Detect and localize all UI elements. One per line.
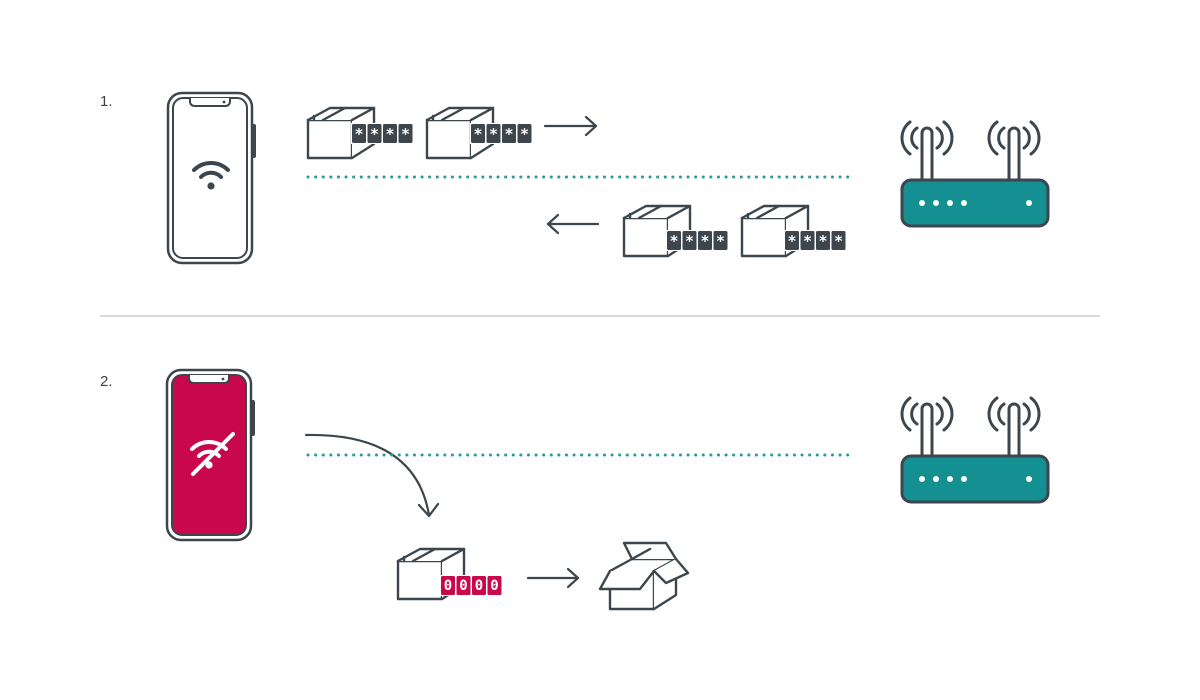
phone-connected [166,91,256,265]
code-digit-box [816,231,830,250]
code-digit: * [669,232,678,250]
package-out-2: * * * * [425,106,533,160]
code-digit: * [370,125,379,143]
code-digit-box [441,576,455,595]
wifi-off-icon [190,432,235,476]
code-digit-box [398,124,413,143]
phone-disconnected [165,368,255,542]
code-chip-in-2: * * * * [784,230,847,251]
code-digit-box [487,576,502,595]
code-digit-box [352,124,366,143]
code-digit-box [800,231,815,250]
code-digit: * [716,232,725,250]
code-chip-out-2: * * * * [470,123,533,144]
code-digit-box [472,576,486,595]
code-digit-box [486,124,501,143]
code-chip-background [470,123,533,144]
code-digit-box [831,231,846,250]
code-digit-box [785,231,799,250]
code-digit: 0 [490,578,498,594]
code-digit: * [473,125,482,143]
code-digit: 0 [459,578,467,594]
router-icon [900,120,1050,228]
code-digit: * [803,232,812,250]
curved-arrow-icon [304,433,440,518]
code-digit-box [456,576,471,595]
code-digit-box [667,231,681,250]
code-digit-box [502,124,516,143]
code-digit-box [367,124,382,143]
code-digit-box [713,231,728,250]
package-in-2: * * * * [740,204,847,258]
code-digit: 0 [475,578,483,594]
step-1-number: 1. [100,93,113,110]
code-digit-box [383,124,397,143]
package-in-1: * * * * [622,204,729,258]
code-digit: * [504,125,513,143]
step-2-number: 2. [100,373,113,390]
arrow-left-icon [546,213,600,235]
code-digit: * [489,125,498,143]
code-chip-in-1: * * * * [666,230,729,251]
open-box-icon [598,541,690,611]
code-digit-box [682,231,697,250]
code-digit: * [700,232,709,250]
code-chip-background [784,230,847,251]
code-digit: * [818,232,827,250]
code-digit: * [834,232,843,250]
code-digit: * [520,125,529,143]
code-chip-out-1: * * * * [351,123,414,144]
code-chip-background [351,123,414,144]
arrow-right-icon [526,567,580,589]
code-chip-background [666,230,729,251]
router-icon [900,396,1050,504]
code-digit: * [685,232,694,250]
code-digit: 0 [444,578,452,594]
arrow-right-icon [543,115,598,137]
code-digit-box [698,231,712,250]
package-out-1: * * * * [306,106,414,160]
code-chip-background [440,575,503,596]
code-digit: * [354,125,363,143]
code-digit: * [787,232,796,250]
code-digit-box [471,124,485,143]
code-digit: * [385,125,394,143]
code-digit-box [517,124,532,143]
code-digit: * [401,125,410,143]
